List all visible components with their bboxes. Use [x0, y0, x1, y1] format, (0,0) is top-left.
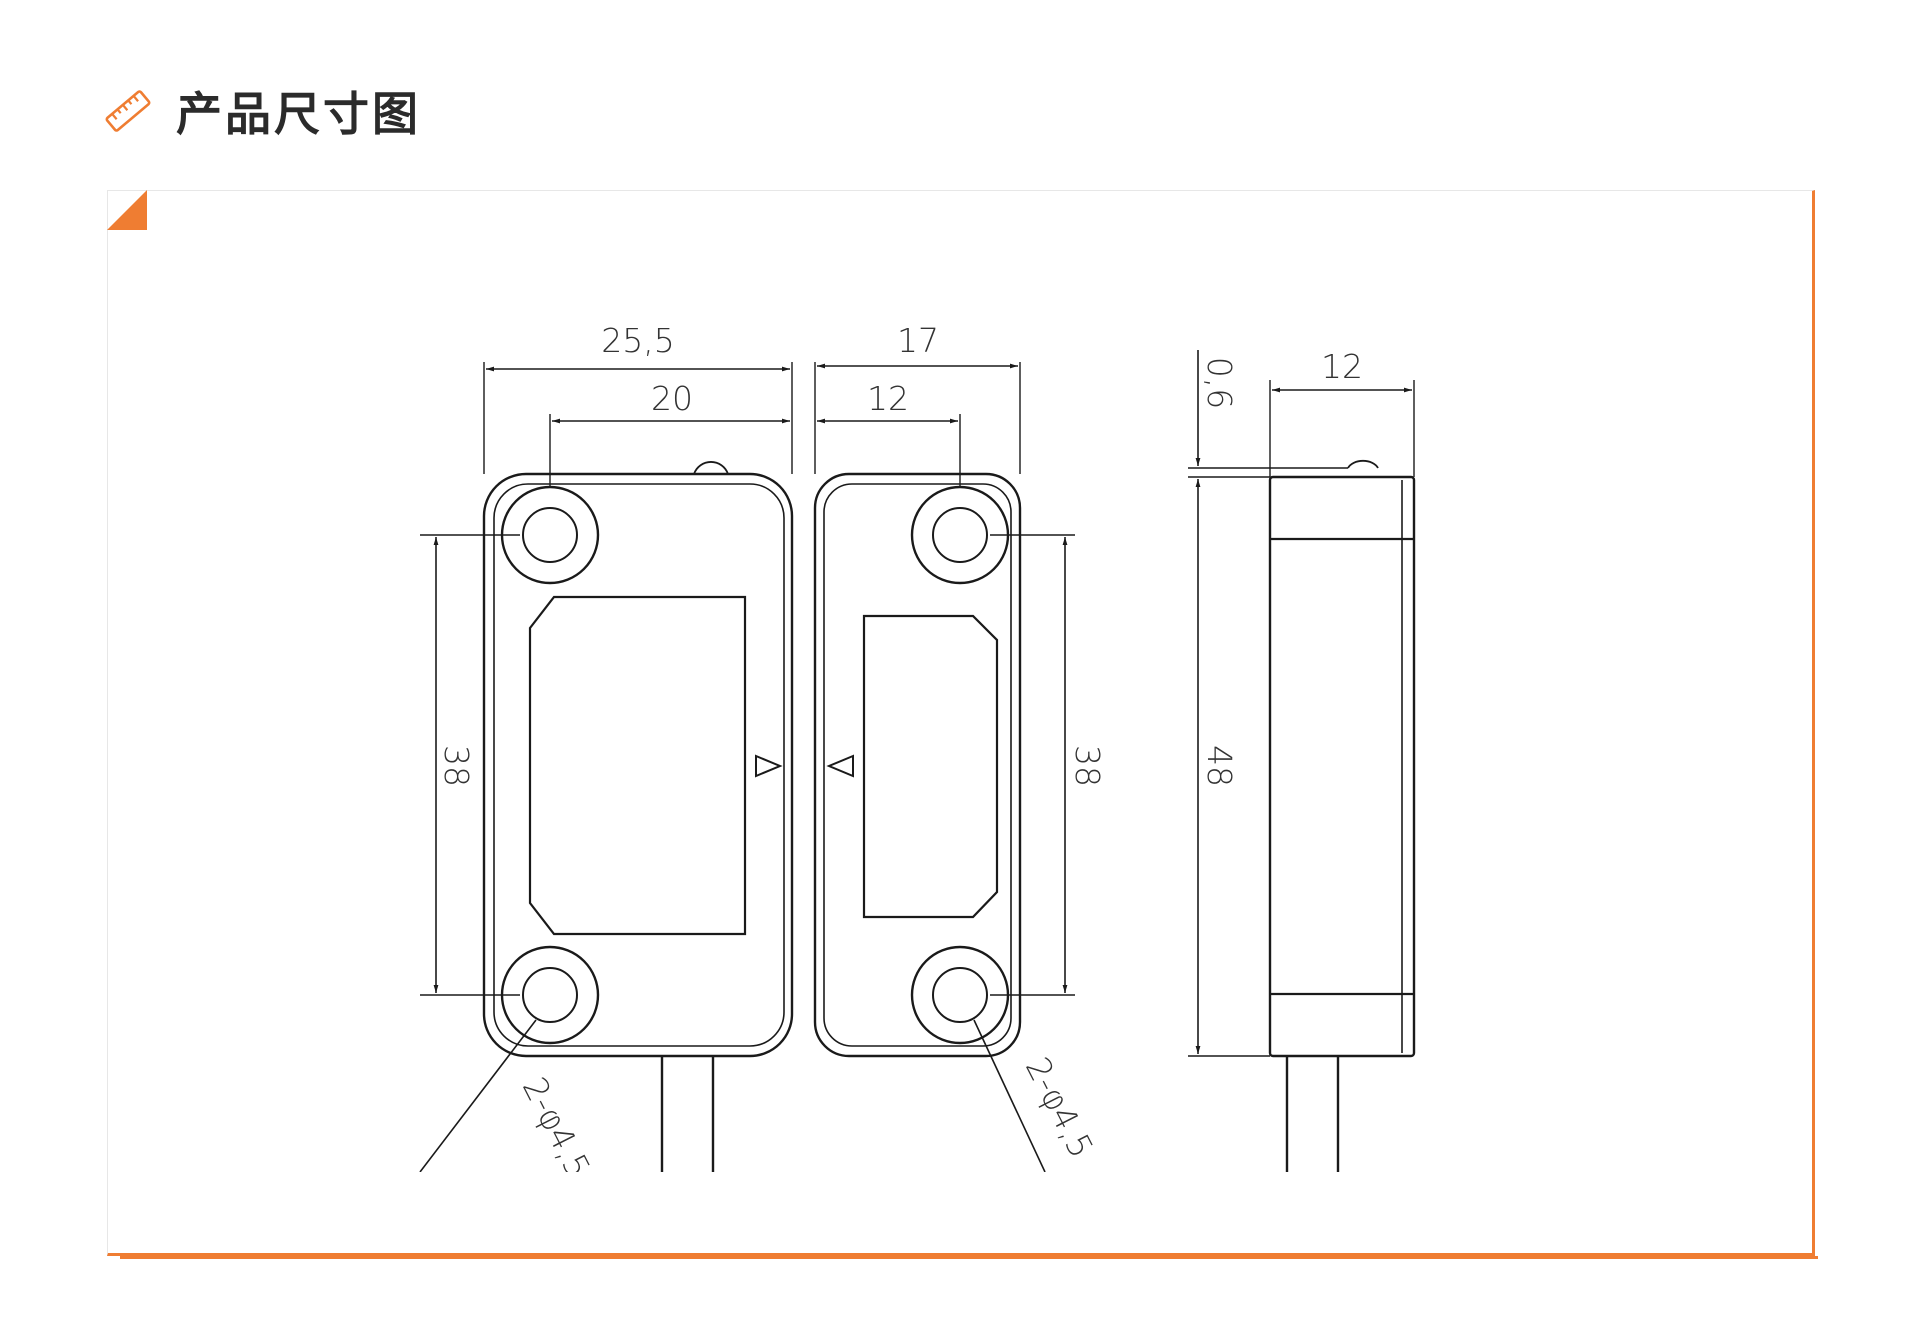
card-corner-accent — [107, 190, 147, 230]
dim-side-hole-offset: 12 — [867, 379, 909, 418]
dim-side-holes: 2-φ4,5 — [1018, 1051, 1101, 1164]
front-view — [419, 362, 794, 1172]
side-view — [813, 362, 1075, 1172]
section-header: 产品尺寸图 — [104, 78, 421, 144]
ruler-icon — [105, 90, 151, 132]
dim-profile-height: 48 — [1200, 745, 1239, 787]
dim-profile-depth: 12 — [1321, 347, 1363, 386]
dim-side-hole-spacing-v: 38 — [1068, 745, 1107, 787]
dim-front-holes: 2-φ4,5 — [515, 1071, 598, 1184]
dim-front-width: 25,5 — [601, 321, 674, 360]
dim-front-hole-spacing-v: 38 — [437, 745, 476, 787]
page-title: 产品尺寸图 — [176, 87, 421, 141]
profile-view — [1188, 350, 1416, 1172]
card-accent-line — [120, 1256, 1818, 1259]
dim-profile-gap: 0,6 — [1200, 357, 1239, 409]
dim-front-hole-spacing-h: 20 — [651, 379, 693, 418]
dim-side-width: 17 — [897, 321, 939, 360]
